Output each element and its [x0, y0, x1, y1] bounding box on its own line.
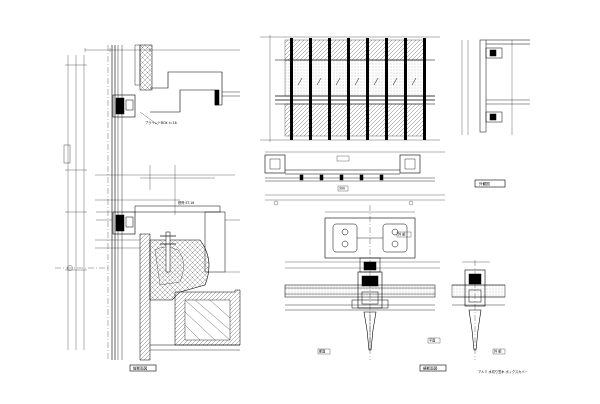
plan-detail-title: 横断面図 — [423, 366, 438, 371]
section-tag-1: 断面 — [319, 349, 325, 354]
elevation-view — [260, 35, 440, 142]
footer-note: アルミ 水切り笠木 ボックスカバー — [478, 369, 528, 374]
section-tag-2: 平面 — [429, 339, 435, 343]
small-section-view — [461, 39, 530, 188]
mullion-width-dimension: 300 — [339, 187, 345, 191]
plan-tag-outside-2: 外 部 — [494, 349, 502, 354]
blind-box-note: ブラインドBOX ℓ=18 — [145, 120, 177, 125]
vertical-section-title: 縦断面図 — [133, 366, 148, 371]
elevation-title: 外観図 — [479, 181, 490, 186]
vertical-section-detail — [55, 44, 241, 372]
plan-detail — [284, 185, 447, 372]
plan-strip — [264, 151, 445, 206]
corner-plan-detail — [427, 260, 506, 360]
plan-tag-outside: 外 部 — [398, 232, 406, 237]
frame-note: 鉄骨 ST-16 — [178, 200, 194, 205]
